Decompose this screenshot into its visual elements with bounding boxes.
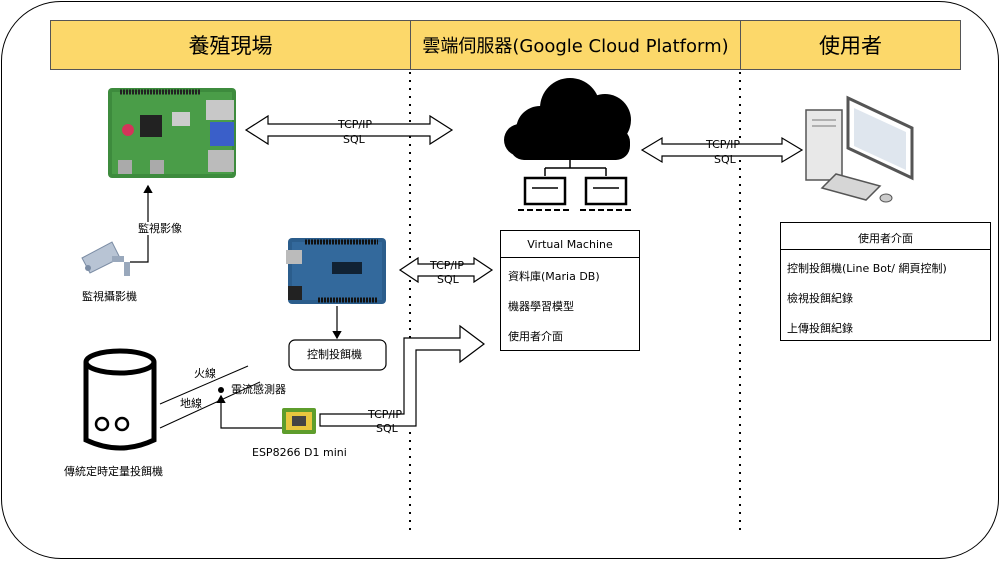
arduino-vm-double-arrow — [398, 256, 494, 284]
desktop-computer-icon — [805, 95, 914, 203]
vm-item-database: 資料庫(Maria DB) — [508, 270, 600, 283]
user-link-protocol: TCP/IP — [706, 138, 740, 151]
camera-label: 監視攝影機 — [82, 290, 137, 303]
arduino-link-protocol: TCP/IP — [430, 259, 464, 272]
ground-wire-label: 地線 — [180, 397, 202, 410]
cloud-icon — [504, 78, 631, 160]
pi-cloud-double-arrow — [244, 114, 454, 146]
user-panel-title: 使用者介面 — [858, 232, 913, 245]
pi-link-format: SQL — [343, 133, 365, 146]
ground-wire — [159, 381, 261, 429]
header-farm: 養殖現場 — [50, 20, 411, 70]
live-wire — [159, 365, 249, 405]
virtual-machine-box: Virtual Machine 資料庫(Maria DB) 機器學習模型 使用者… — [500, 230, 640, 351]
network-servers-icon — [518, 160, 634, 211]
traditional-feeder-label: 傳統定時定量投餌機 — [64, 465, 163, 478]
cloud-user-double-arrow — [640, 136, 804, 164]
feeder-control-label: 控制投餌機 — [307, 348, 362, 361]
current-sensor-node — [218, 387, 224, 393]
live-wire-label: 火線 — [194, 367, 216, 380]
esp-label: ESP8266 D1 mini — [252, 446, 347, 459]
esp-link-format: SQL — [376, 422, 398, 435]
current-sensor-label: 電流感測器 — [231, 383, 286, 396]
vm-item-ml-model: 機器學習模型 — [508, 300, 574, 313]
pi-link-protocol: TCP/IP — [338, 118, 372, 131]
esp-vm-arrow — [319, 324, 485, 427]
user-interface-panel: 使用者介面 控制投餌機(Line Bot/ 網頁控制) 檢視投餌紀錄 上傳投餌紀… — [780, 222, 991, 341]
camera-to-pi-arrow — [130, 184, 153, 263]
esp8266-board-icon — [282, 408, 316, 434]
vm-title: Virtual Machine — [527, 238, 613, 251]
user-item-upload-records: 上傳投餌紀錄 — [787, 322, 853, 335]
arduino-link-format: SQL — [437, 273, 459, 286]
header-cloud: 雲端伺服器(Google Cloud Platform) — [410, 20, 741, 70]
arduino-board-icon — [286, 238, 386, 304]
vm-item-user-interface: 使用者介面 — [508, 330, 563, 343]
sensor-to-esp-line — [216, 394, 286, 429]
raspberry-pi-icon — [108, 88, 236, 178]
header-user: 使用者 — [740, 20, 961, 70]
user-item-view-records: 檢視投餌紀錄 — [787, 292, 853, 305]
esp-link-protocol: TCP/IP — [368, 408, 402, 421]
user-item-control-feeder: 控制投餌機(Line Bot/ 網頁控制) — [787, 262, 947, 275]
cctv-camera-icon — [81, 241, 130, 276]
traditional-feeder-icon — [83, 348, 157, 451]
camera-arrow-label: 監視影像 — [138, 222, 182, 235]
feeder-control-box — [288, 339, 387, 371]
user-link-format: SQL — [714, 153, 736, 166]
